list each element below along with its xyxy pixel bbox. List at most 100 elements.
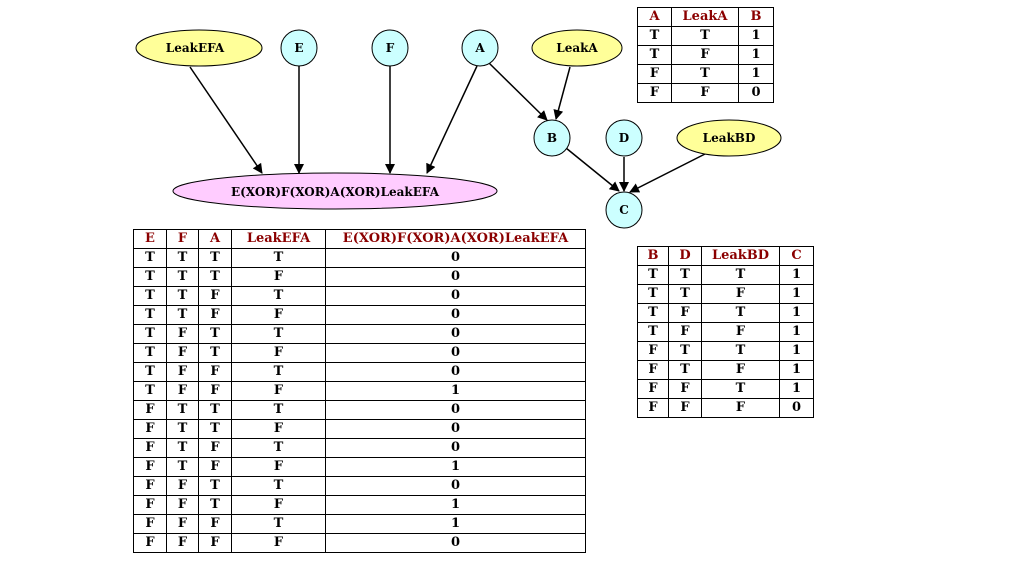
table-cell: T	[668, 360, 702, 380]
table-cell: F	[133, 533, 167, 553]
table-cell: 1	[779, 379, 814, 399]
edge-leakbd-to-c	[629, 153, 706, 193]
table-cell: F	[701, 360, 780, 380]
node-e: E	[280, 29, 318, 67]
table-cell: F	[231, 457, 326, 477]
column-header: D	[668, 246, 702, 266]
table-cell: F	[166, 476, 199, 496]
node-c: C	[605, 191, 643, 229]
table-cell: T	[133, 362, 167, 382]
table-cell: F	[637, 379, 669, 399]
table-cell: 1	[779, 360, 814, 380]
node-xor-shape	[172, 172, 498, 210]
table-cell: 0	[325, 476, 586, 496]
table-cell: T	[671, 64, 739, 84]
table-cell: F	[166, 362, 199, 382]
column-header: E	[133, 229, 167, 249]
table-cell: T	[231, 248, 326, 268]
column-header: C	[779, 246, 814, 266]
column-header: F	[166, 229, 199, 249]
table-cell: 1	[325, 514, 586, 534]
node-leaka: LeakA	[531, 29, 623, 67]
table-cell: T	[637, 303, 669, 323]
node-b-shape	[533, 119, 571, 157]
table-cell: F	[166, 343, 199, 363]
table-cell: T	[701, 379, 780, 399]
table-cell: F	[668, 303, 702, 323]
node-e-label: E	[294, 41, 303, 55]
table-cell: T	[166, 286, 199, 306]
table-cell: F	[231, 533, 326, 553]
table-cell: F	[671, 83, 739, 103]
table-cell: 0	[325, 324, 586, 344]
table-cell: T	[671, 26, 739, 46]
table-cell: F	[668, 379, 702, 399]
table-cell: T	[231, 362, 326, 382]
table-cell: 1	[738, 45, 774, 65]
table-cell: F	[133, 495, 167, 515]
table-cell: F	[133, 400, 167, 420]
table-cell: T	[198, 267, 232, 287]
table-cell: T	[133, 343, 167, 363]
node-leakbd: LeakBD	[676, 119, 782, 157]
table-cell: F	[637, 360, 669, 380]
table-cell: T	[198, 248, 232, 268]
edge-a-to-xor	[426, 65, 478, 174]
table-cell: T	[231, 438, 326, 458]
table-cell: 1	[779, 341, 814, 361]
node-c-label: C	[619, 203, 629, 217]
table-cell: T	[133, 267, 167, 287]
node-xor: E(XOR)F(XOR)A(XOR)LeakEFA	[172, 172, 498, 210]
table-cell: 0	[325, 267, 586, 287]
table-cell: T	[198, 324, 232, 344]
table-cell: F	[668, 322, 702, 342]
node-leakefa-shape	[135, 29, 263, 67]
table-cell: 0	[325, 533, 586, 553]
table-cell: T	[133, 305, 167, 325]
table-cell: 1	[779, 265, 814, 285]
table-cell: T	[166, 438, 199, 458]
table-cell: T	[701, 265, 780, 285]
table-cell: F	[133, 438, 167, 458]
table-cell: 1	[738, 26, 774, 46]
table-cell: F	[231, 381, 326, 401]
table-cell: F	[671, 45, 739, 65]
edge-a-to-b	[488, 62, 548, 121]
table-cell: F	[637, 398, 669, 418]
table-cell: F	[198, 305, 232, 325]
table-cell: 0	[325, 400, 586, 420]
table-cell: F	[701, 322, 780, 342]
node-a-label: A	[474, 41, 485, 55]
node-b-label: B	[547, 131, 557, 145]
table-cell: F	[637, 83, 672, 103]
table-cell: F	[166, 495, 199, 515]
node-e-shape	[280, 29, 318, 67]
table-cell: 0	[325, 248, 586, 268]
table-cell: T	[198, 400, 232, 420]
table-cell: T	[166, 457, 199, 477]
table-cell: 0	[325, 286, 586, 306]
table-cell: T	[231, 324, 326, 344]
table-cell: 1	[779, 284, 814, 304]
node-a: A	[461, 29, 499, 67]
column-header: LeakBD	[701, 246, 780, 266]
